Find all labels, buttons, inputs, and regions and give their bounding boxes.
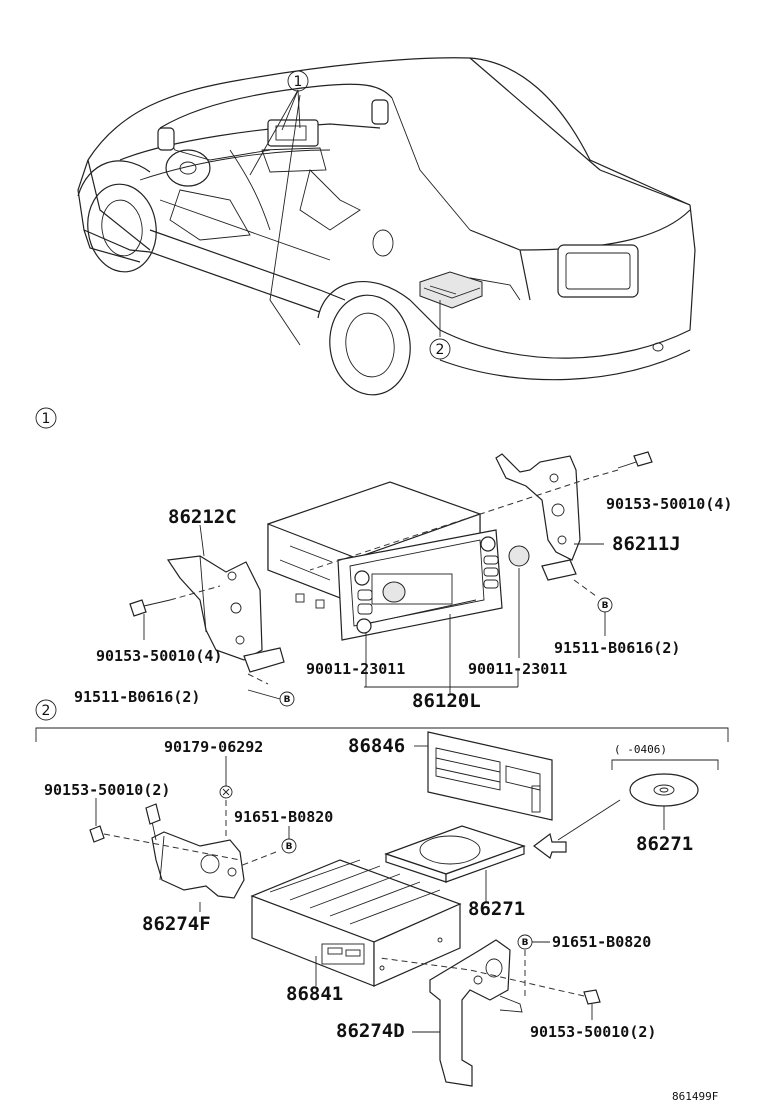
callout-1-car: 1 (287, 70, 309, 92)
label-bolt-bottom-right: 90153-50010(2) (530, 1023, 656, 1041)
label-bolt-top-left: 90153-50010(2) (44, 781, 170, 799)
arrow-icon (533, 799, 621, 859)
label-disc-right: 86271 (636, 833, 693, 855)
label-screw-right: 91511-B0616(2) (554, 639, 680, 657)
label-86846: 86846 (348, 735, 405, 757)
section-1-marker: 1 (35, 407, 57, 429)
cover-86846 (427, 731, 553, 821)
label-screw-left: 91511-B0616(2) (74, 688, 200, 706)
label-86274d: 86274D (336, 1020, 405, 1042)
cd-changer-86841 (250, 859, 462, 987)
label-86274f: 86274F (142, 913, 211, 935)
callout-2-label: 2 (436, 342, 445, 358)
label-bolt-left: 90153-50010(4) (96, 647, 222, 665)
label-86212c: 86212C (168, 506, 237, 528)
label-disc-range: ( -0406) (614, 743, 667, 756)
figure-code: 861499F (672, 1090, 718, 1103)
svg-text:B: B (286, 842, 293, 852)
b-mark-section1-right: B (597, 597, 613, 613)
svg-text:B: B (602, 601, 609, 611)
label-clip-90179: 90179-06292 (164, 738, 263, 756)
knob-right-90011 (508, 545, 530, 567)
bolt-right-90153 (309, 451, 653, 571)
clip-90179 (219, 785, 233, 799)
label-disc-case: 86271 (468, 898, 525, 920)
section-1-label: 1 (42, 411, 51, 427)
callout-1-label: 1 (294, 74, 303, 90)
bracket-left-86212c (166, 555, 285, 673)
label-86120l: 86120L (412, 690, 481, 712)
bolt-top-left-90153 (89, 825, 241, 861)
svg-text:B: B (284, 695, 291, 705)
bracket-right-86274d (429, 939, 523, 1087)
knob-left-90011 (382, 581, 406, 603)
label-nut-right: 91651-B0820 (552, 933, 651, 951)
disc-86271 (611, 759, 719, 807)
section-2-frame (35, 727, 729, 742)
svg-text:B: B (522, 938, 529, 948)
b-mark-nut-right: B (517, 934, 533, 950)
bolt-left-90153 (129, 585, 221, 617)
label-knob-right: 90011-23011 (468, 660, 567, 678)
disc-case-86271 (384, 825, 526, 883)
label-86211j: 86211J (612, 533, 681, 555)
bracket-left-86274f (145, 803, 245, 899)
label-86841: 86841 (286, 983, 343, 1005)
section-2-label: 2 (42, 703, 51, 719)
label-bolt-right: 90153-50010(4) (606, 495, 732, 513)
label-nut-top: 91651-B0820 (234, 808, 333, 826)
b-mark-nut-top: B (281, 838, 297, 854)
car-illustration (77, 57, 696, 396)
callout-2-car: 2 (429, 338, 451, 360)
section-2-marker: 2 (35, 699, 57, 721)
bolt-bottom-right-90153 (379, 957, 601, 1005)
b-mark-section1-left: B (279, 691, 295, 707)
label-knob-left: 90011-23011 (306, 660, 405, 678)
bracket-right-86211j (495, 453, 581, 581)
receiver-86120l (267, 481, 503, 641)
